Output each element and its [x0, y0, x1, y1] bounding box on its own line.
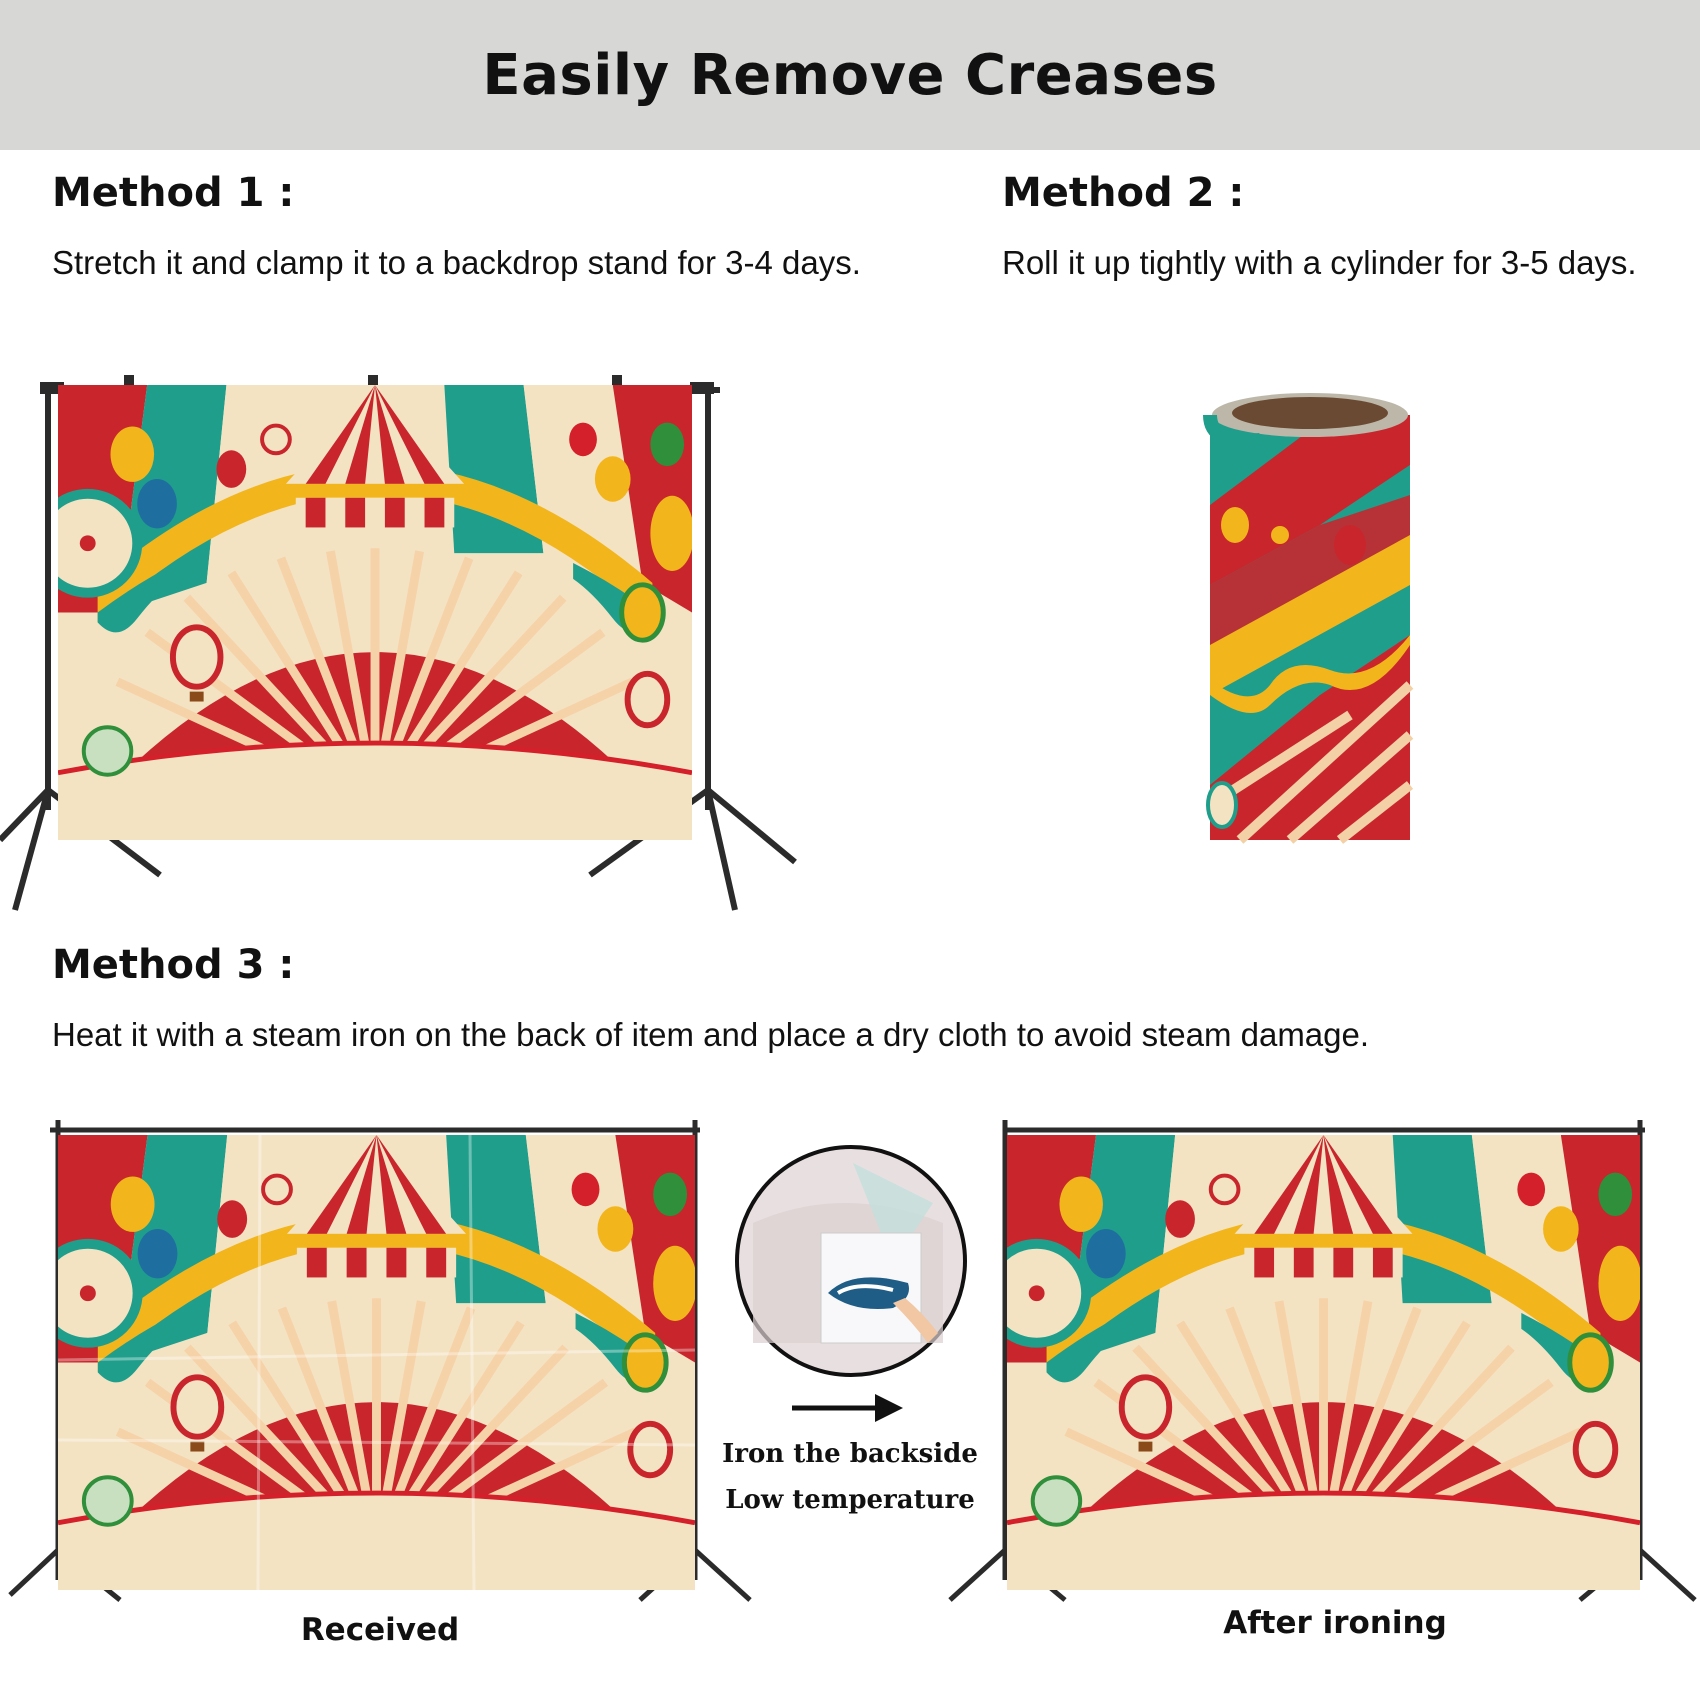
page-title: Easily Remove Creases: [482, 42, 1218, 108]
received-image: [8, 1120, 752, 1602]
method-3-title: Method 3 :: [52, 942, 295, 988]
after-ironing-image: [948, 1120, 1697, 1602]
crease-lines: [57, 1134, 696, 1591]
steam-iron-icon: [828, 1277, 938, 1343]
iron-note-line2: Low temperature: [725, 1485, 975, 1515]
method-2-text: Roll it up tightly with a cylinder for 3…: [1002, 244, 1637, 281]
caption-after-ironing: After ironing: [1223, 1605, 1447, 1641]
header-banner: Easily Remove Creases: [0, 0, 1700, 150]
caption-received: Received: [300, 1612, 460, 1648]
backdrop-stand-icon: [948, 1120, 1697, 1602]
iron-note-line1: Iron the backside: [722, 1439, 978, 1469]
backdrop-stand-image: [0, 375, 797, 911]
arrow-right-icon: [792, 1394, 903, 1422]
method-2-title: Method 2 :: [1002, 170, 1245, 216]
circus-backdrop-received: [38, 1135, 697, 1590]
rolled-backdrop-icon: [1203, 393, 1414, 844]
circus-backdrop-after: [987, 1135, 1642, 1590]
circus-backdrop-1: [38, 385, 694, 840]
method-1-title: Method 1 :: [52, 170, 295, 216]
iron-circle-image: [735, 1145, 967, 1377]
method-1-text: Stretch it and clamp it to a backdrop st…: [52, 244, 861, 281]
method-3-text: Heat it with a steam iron on the back of…: [52, 1016, 1370, 1053]
